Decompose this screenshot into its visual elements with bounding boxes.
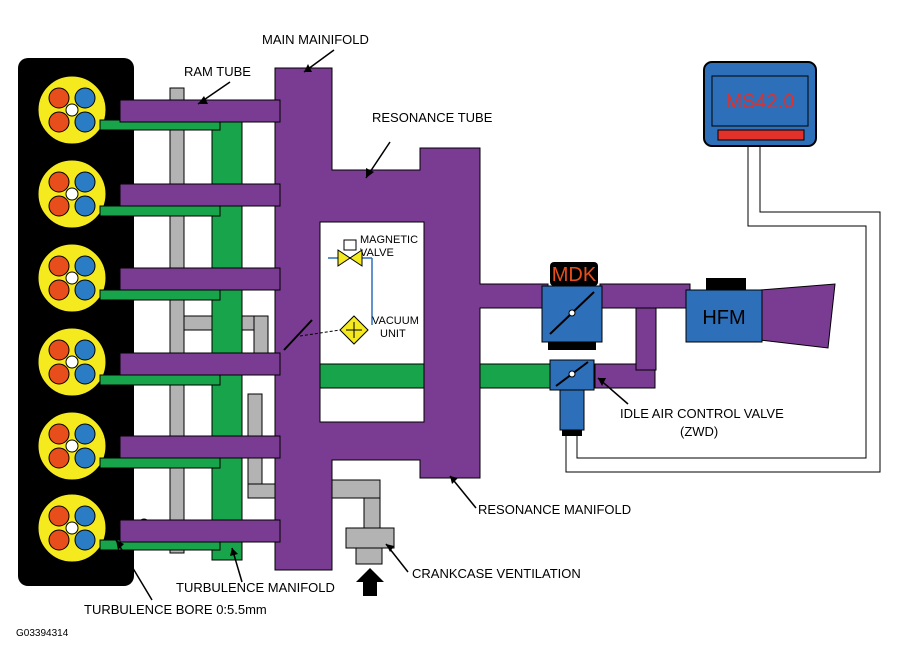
main-manifold-label: MAIN MAINIFOLD <box>262 32 369 47</box>
spark-plug <box>65 103 79 117</box>
cylinder-valve <box>48 87 70 109</box>
cylinder-icon <box>37 493 149 563</box>
hfm-label: HFM <box>702 307 745 329</box>
magnetic-valve-label-1: MAGNETIC <box>360 234 418 246</box>
magnetic-valve: MAGNETIC VALVE <box>328 234 418 325</box>
cylinder-valve <box>74 339 96 361</box>
figure-id: G03394314 <box>16 628 69 639</box>
turbulence-bore-label: TURBULENCE BORE 0:5.5mm <box>84 602 267 617</box>
cylinder-icon <box>37 243 149 313</box>
vacuum-unit: VACUUM UNIT <box>283 315 419 351</box>
cylinder-icon <box>37 411 149 481</box>
cylinder-valve <box>48 363 70 385</box>
cylinder-valve <box>48 111 70 133</box>
cylinder-valve <box>48 255 70 277</box>
cylinders <box>37 75 149 563</box>
ecu-ms42: MS42.0 <box>703 61 817 147</box>
cylinder-icon <box>37 159 149 229</box>
cylinder-valve <box>48 339 70 361</box>
cylinder-valve <box>74 505 96 527</box>
vacuum-unit-label-2: UNIT <box>380 328 406 340</box>
resonance-manifold-label: RESONANCE MANIFOLD <box>478 502 631 517</box>
turbulence-manifold-label: TURBULENCE MANIFOLD <box>176 580 335 595</box>
idle-air-label-1: IDLE AIR CONTROL VALVE <box>620 406 784 421</box>
spark-plug <box>65 521 79 535</box>
mdk-throttle: MDK <box>541 262 603 350</box>
crankcase-ventilation-label: CRANKCASE VENTILATION <box>412 566 581 581</box>
cylinder-valve <box>48 195 70 217</box>
cylinder-icon <box>37 75 149 145</box>
cylinder-valve <box>48 505 70 527</box>
cylinder-valve <box>74 529 96 551</box>
resonance-cavity-green <box>319 363 425 389</box>
cylinder-valve <box>48 279 70 301</box>
cylinder-valve <box>74 363 96 385</box>
cylinder-valve <box>48 171 70 193</box>
cylinder-valve <box>48 447 70 469</box>
hfm-sensor: HFM <box>685 278 763 343</box>
engine-block <box>18 58 149 586</box>
cylinder-valve <box>74 111 96 133</box>
magnetic-valve-label-2: VALVE <box>360 247 394 259</box>
ecu-label: MS42.0 <box>726 91 795 113</box>
spark-plug <box>65 439 79 453</box>
cylinder-valve <box>48 423 70 445</box>
cylinder-valve <box>74 195 96 217</box>
resonance-tube-label: RESONANCE TUBE <box>372 110 493 125</box>
vacuum-unit-label-1: VACUUM <box>372 315 419 327</box>
idle-air-label-2: (ZWD) <box>680 424 718 439</box>
spark-plug <box>65 187 79 201</box>
cylinder-valve <box>48 529 70 551</box>
solenoid-valve-icon <box>337 249 351 267</box>
cylinder-valve <box>74 423 96 445</box>
mdk-label: MDK <box>552 264 597 286</box>
ram-tube-label: RAM TUBE <box>184 64 251 79</box>
spark-plug <box>65 271 79 285</box>
airflow-up-arrow-icon <box>356 568 384 596</box>
spark-plug <box>65 355 79 369</box>
idle-air-control-valve <box>549 359 595 436</box>
wiring <box>565 146 881 473</box>
cylinder-valve <box>74 447 96 469</box>
cylinder-valve <box>74 279 96 301</box>
cylinder-valve <box>74 87 96 109</box>
cylinder-valve <box>74 255 96 277</box>
leader-arrowheads <box>116 64 606 556</box>
cylinder-valve <box>74 171 96 193</box>
